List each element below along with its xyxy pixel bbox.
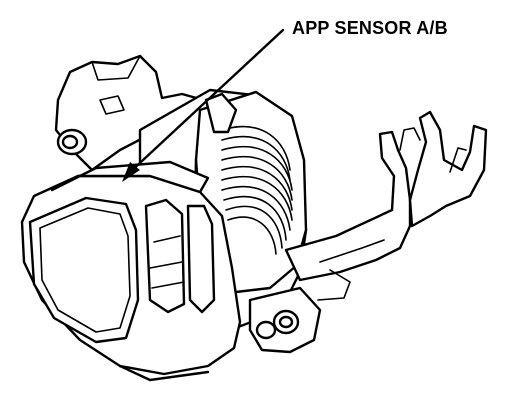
app-sensor-label: APP SENSOR A/B — [292, 18, 448, 38]
lower-mount — [248, 286, 322, 354]
rear-bracket — [54, 54, 234, 172]
coil-spring — [221, 125, 293, 255]
pedal-arm — [284, 110, 488, 301]
leader-line — [122, 28, 285, 182]
connector-housing — [20, 160, 242, 382]
